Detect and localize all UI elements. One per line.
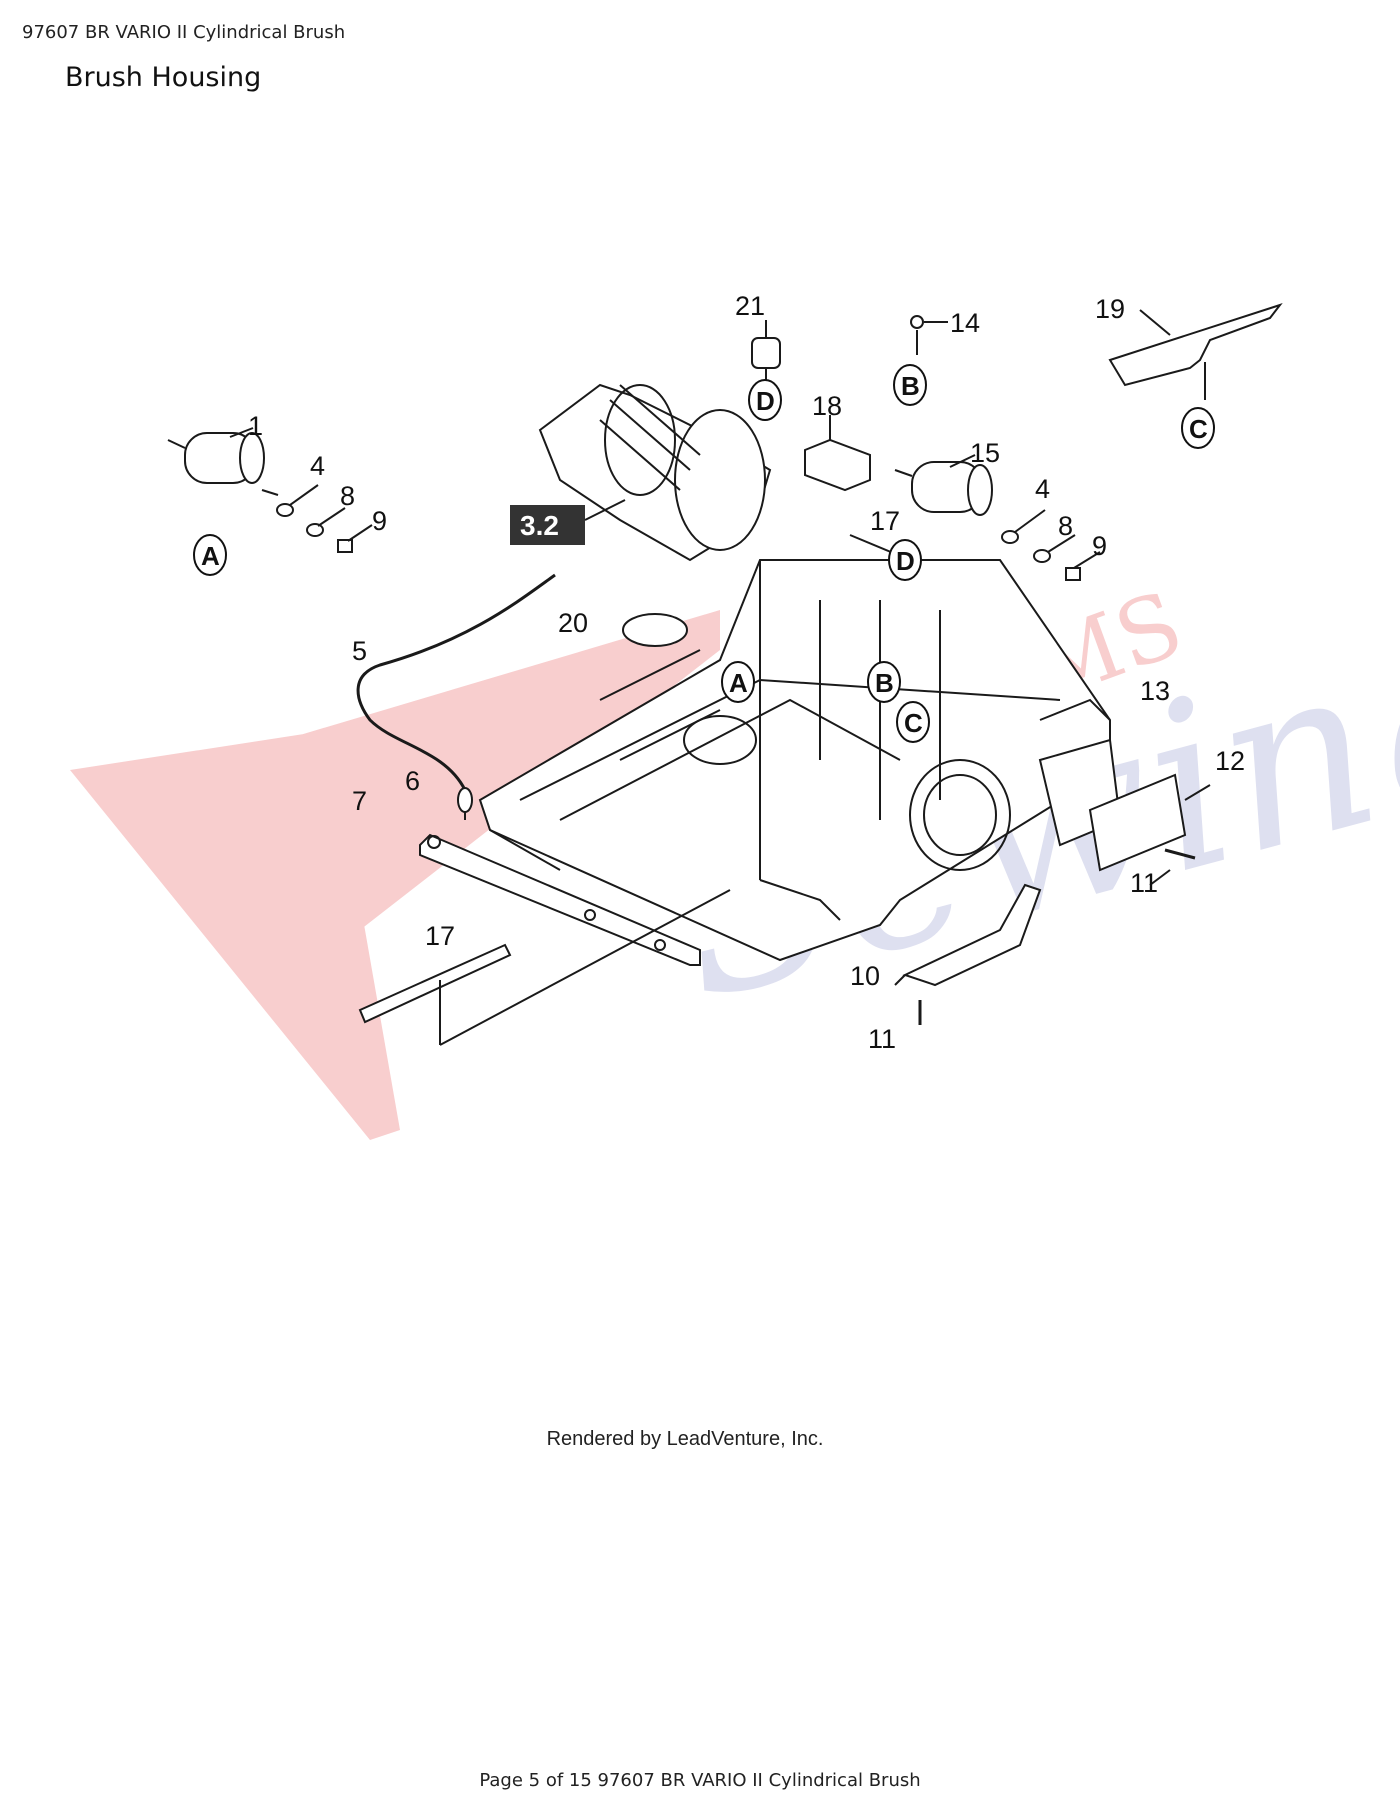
ref-b-top: B	[901, 371, 920, 401]
part-21-sleeve	[751, 337, 781, 369]
page-footer: Page 5 of 15 97607 BR VARIO II Cylindric…	[479, 1770, 921, 1791]
render-credit: Rendered by LeadVenture, Inc.	[546, 1428, 824, 1450]
callout-11-right: 11	[1130, 868, 1158, 898]
ref-c-body: C	[904, 708, 923, 738]
callout-13: 13	[1140, 676, 1170, 706]
part-5-hose	[356, 573, 556, 791]
part-19-strip	[1108, 303, 1283, 400]
callout-9-right: 9	[1092, 531, 1107, 561]
part-11-screw-right	[1164, 848, 1196, 860]
part-18-clip	[804, 415, 871, 492]
part-6-connector	[457, 787, 473, 813]
callout-20: 20	[558, 608, 588, 638]
part-3-2-brush-roller	[538, 383, 772, 562]
part-15-motor	[894, 454, 993, 516]
callout-17-top: 17	[870, 506, 900, 536]
callout-19: 19	[1095, 294, 1125, 324]
ref-box-3-2	[510, 505, 585, 545]
callout-21: 21	[735, 291, 765, 321]
ref-b-body: B	[875, 668, 894, 698]
callout-12: 12	[1215, 746, 1245, 776]
ref-box-label: 3.2	[520, 510, 559, 541]
ref-d-top: D	[756, 386, 775, 416]
callout-15: 15	[970, 438, 1000, 468]
ref-d-body: D	[896, 546, 915, 576]
ref-a-left: A	[201, 541, 220, 571]
watermark-v-shape	[70, 610, 720, 1140]
ref-c-top: C	[1189, 414, 1208, 444]
ref-a-body: A	[729, 668, 748, 698]
part-4-8-9-left-washers	[276, 484, 373, 553]
part-4-8-9-right-washers	[1001, 509, 1101, 581]
callout-8-left: 8	[340, 481, 355, 511]
callout-8-right: 8	[1058, 511, 1073, 541]
part-7-bar	[419, 833, 701, 966]
callout-4-left: 4	[310, 451, 325, 481]
section-title: Brush Housing	[65, 62, 262, 93]
part-17-rod-bottom	[358, 889, 731, 1046]
callout-9-left: 9	[372, 506, 387, 536]
callout-4-right: 4	[1035, 474, 1050, 504]
part-14-screw	[910, 315, 924, 329]
callout-1: 1	[248, 411, 263, 441]
callout-11-bottom: 11	[868, 1024, 896, 1054]
callout-5: 5	[352, 636, 367, 666]
part-20-cap	[622, 613, 688, 647]
callout-7: 7	[352, 786, 367, 816]
callout-18: 18	[812, 391, 842, 421]
callout-6: 6	[405, 766, 420, 796]
document-title: 97607 BR VARIO II Cylindrical Brush	[22, 22, 346, 43]
part-12-plate	[1088, 773, 1187, 872]
callout-10: 10	[850, 961, 880, 991]
part-1-motor	[167, 427, 279, 496]
callout-14: 14	[950, 308, 980, 338]
part-10-bracket	[902, 883, 1042, 987]
callout-17-bottom: 17	[425, 921, 455, 951]
